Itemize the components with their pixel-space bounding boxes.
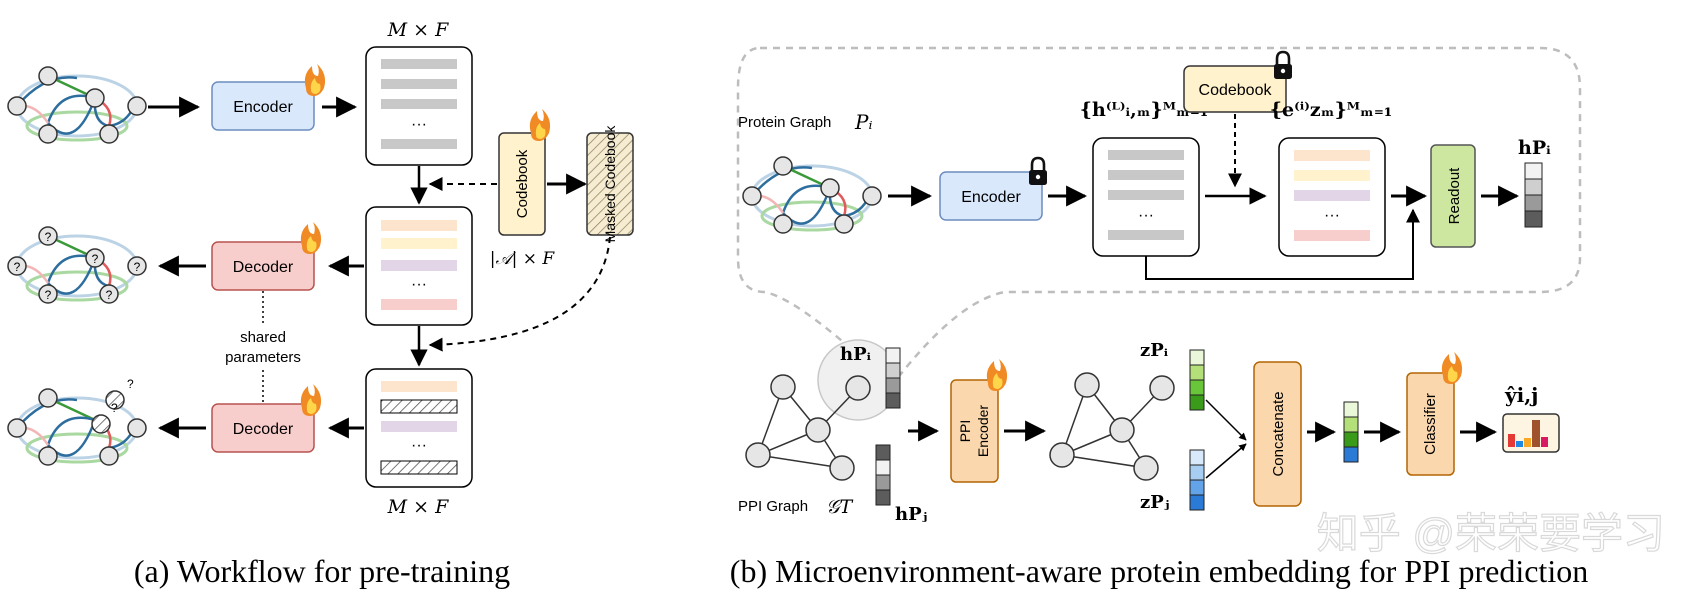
decoder-label-2: Decoder: [233, 421, 294, 438]
output-graph: [1049, 372, 1175, 481]
z-pj-vector: [1189, 449, 1205, 511]
reconstructed-graph: ? ? ? ? ? ?: [7, 226, 147, 304]
ppi-graph: [745, 339, 899, 481]
h-pj-label: hPⱼ: [895, 504, 927, 525]
masked-graph: ? ?: [7, 377, 147, 466]
classifier-box: [1406, 372, 1455, 476]
decoder2-flame-icon: [300, 384, 322, 416]
masked-codebook-label: Masked Codebook: [602, 125, 618, 243]
h-set-label: {h⁽ᴸ⁾ᵢ,ₘ}ᴹₘ₌₁: [1080, 99, 1208, 121]
flame-icon: [304, 64, 326, 96]
question-mark: ?: [92, 252, 99, 266]
shared-parameters-line2: parameters: [225, 349, 301, 366]
readout-box: [1430, 144, 1476, 248]
ppi-encoder-line1: PPI: [957, 420, 973, 443]
panel-a: Encoder M × F ··· Codebook |𝒜| × F Maske…: [7, 19, 634, 589]
concatenate-label: Concatenate: [1270, 391, 1287, 476]
y-label: ŷi,j: [1504, 383, 1538, 407]
h-pi-lower-vector: [885, 347, 901, 409]
callout-outline: [736, 46, 1582, 376]
caption-a: (a) Workflow for pre-training: [134, 553, 510, 589]
ppi-graph-symbol: 𝒢T: [826, 496, 854, 518]
caption-b: (b) Microenvironment-aware protein embed…: [730, 553, 1588, 589]
ppi-graph-label: PPI Graph: [738, 498, 808, 515]
ppi-encoder-line2: Encoder: [975, 405, 991, 457]
encoder-label: Encoder: [233, 99, 293, 116]
protein-graph-symbol: Pᵢ: [854, 110, 872, 134]
codebook-box: [498, 132, 546, 236]
protein-graph-label: Protein Graph: [738, 114, 831, 131]
protein-graph: [742, 156, 882, 234]
b-codebook-box: [1183, 65, 1287, 113]
concat-vector: [1343, 401, 1359, 463]
z-pi-vector: [1189, 349, 1205, 411]
decoder-label: Decoder: [233, 259, 294, 276]
e-matrix-ellipsis: ···: [1324, 207, 1340, 224]
concatenate-box: [1253, 361, 1302, 507]
codebook-label: Codebook: [514, 149, 531, 218]
b-encoder-label: Encoder: [961, 189, 1021, 206]
top-matrix-ellipsis: ···: [411, 116, 427, 133]
z-pj-label: zPⱼ: [1140, 492, 1169, 513]
middle-matrix-ellipsis: ···: [411, 276, 427, 293]
masked-codebook-box: [586, 132, 634, 236]
prediction-bar-icon: [1502, 413, 1560, 453]
decoder-box-2: [211, 403, 315, 453]
classifier-flame-icon: [1441, 352, 1463, 384]
codebook-lock-icon: [1274, 50, 1292, 79]
shared-parameters-line1: shared: [240, 329, 286, 346]
h-pi-label: hPᵢ: [1518, 137, 1551, 159]
question-mark: ?: [134, 260, 141, 274]
question-mark: ?: [127, 377, 134, 391]
bottom-matrix-ellipsis: ···: [411, 437, 427, 454]
top-dims-label: M × F: [387, 19, 449, 41]
ppi-encoder-flame-icon: [986, 359, 1008, 391]
ppi-encoder-box: [950, 379, 999, 483]
input-graph: [7, 66, 147, 144]
e-set-label: {e⁽ⁱ⁾zₘ}ᴹₘ₌₁: [1270, 99, 1392, 121]
bottom-dims-label: M × F: [387, 496, 449, 518]
question-mark: ?: [45, 288, 52, 302]
question-mark: ?: [14, 260, 21, 274]
codebook-flame-icon: [529, 109, 551, 141]
z-pi-label: zPᵢ: [1140, 340, 1169, 361]
readout-label: Readout: [1446, 167, 1463, 225]
h-pj-vector: [875, 444, 891, 506]
question-mark: ?: [111, 401, 118, 415]
h-matrix-ellipsis: ···: [1138, 207, 1154, 224]
question-mark: ?: [45, 230, 52, 244]
b-codebook-label: Codebook: [1199, 82, 1273, 99]
classifier-label: Classifier: [1422, 393, 1439, 455]
encoder-box: [211, 81, 315, 131]
watermark: 知乎 @荣荣要学习: [1317, 510, 1665, 557]
question-mark: ?: [106, 288, 113, 302]
decoder-flame-icon: [300, 222, 322, 254]
h-pi-vector: [1524, 162, 1543, 228]
codebook-dims-label: |𝒜| × F: [490, 249, 556, 269]
panel-b: Protein Graph Pᵢ Encoder: [730, 46, 1588, 589]
lock-icon: [1029, 156, 1047, 185]
b-encoder-box: [939, 171, 1043, 221]
h-pi-lower-label: hPᵢ: [840, 344, 872, 365]
decoder-box: [211, 241, 315, 291]
